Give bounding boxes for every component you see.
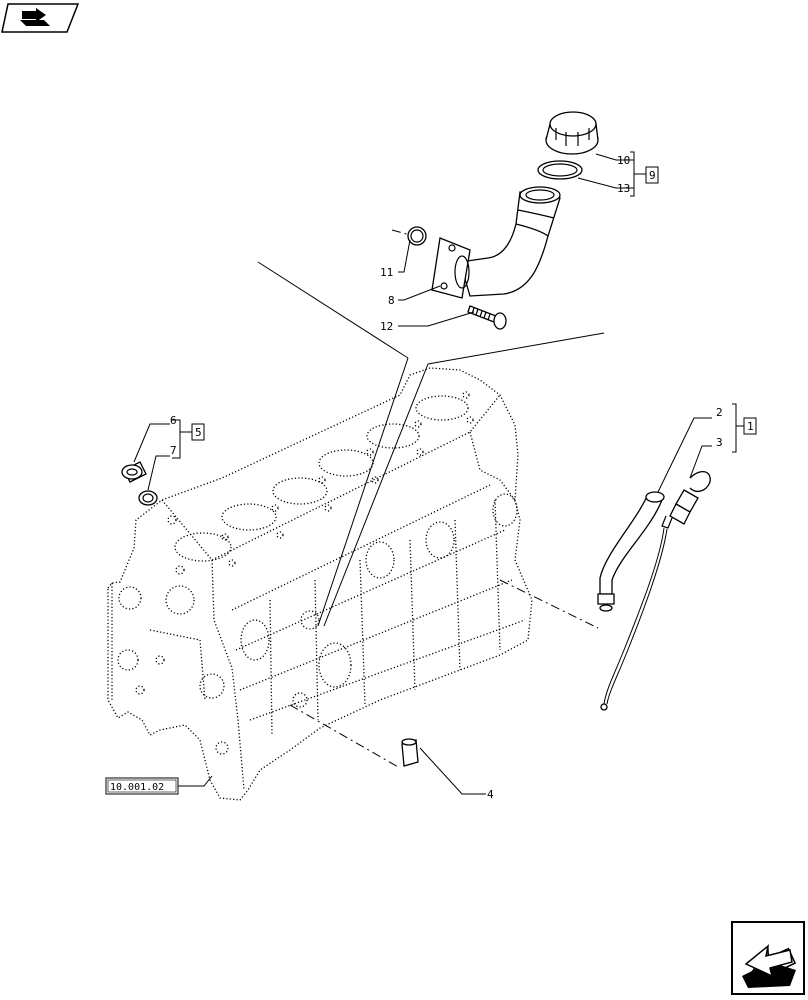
callout-4: 4 xyxy=(487,788,494,801)
callout-8: 8 xyxy=(388,294,395,307)
reference-label: 10.001.02 xyxy=(110,782,164,793)
callout-11: 11 xyxy=(380,266,393,279)
filler-pipe xyxy=(431,186,561,299)
callout-13: 13 xyxy=(617,182,630,195)
callout-1: 1 xyxy=(747,420,754,433)
next-page-arrow-icon[interactable] xyxy=(731,921,805,995)
callout-6: 6 xyxy=(170,414,177,427)
screw xyxy=(467,305,507,330)
callout-3: 3 xyxy=(716,436,723,449)
callout-box-1 xyxy=(743,417,757,435)
plug-washer xyxy=(138,490,158,506)
dipstick-tube xyxy=(597,491,665,612)
book-arrow-icon[interactable] xyxy=(1,3,80,33)
callout-7: 7 xyxy=(170,444,177,457)
reference-box[interactable] xyxy=(105,777,179,795)
callout-9: 9 xyxy=(649,169,656,182)
callout-box-5 xyxy=(191,423,205,441)
callout-10: 10 xyxy=(617,154,630,167)
dipstick xyxy=(600,471,711,711)
callout-2: 2 xyxy=(716,406,723,419)
engine-block xyxy=(107,367,533,801)
filler-cap xyxy=(545,111,599,155)
plug xyxy=(121,461,147,483)
callout-box-9 xyxy=(645,166,659,184)
callout-5: 5 xyxy=(195,426,202,439)
bush xyxy=(401,738,419,767)
callout-12: 12 xyxy=(380,320,393,333)
